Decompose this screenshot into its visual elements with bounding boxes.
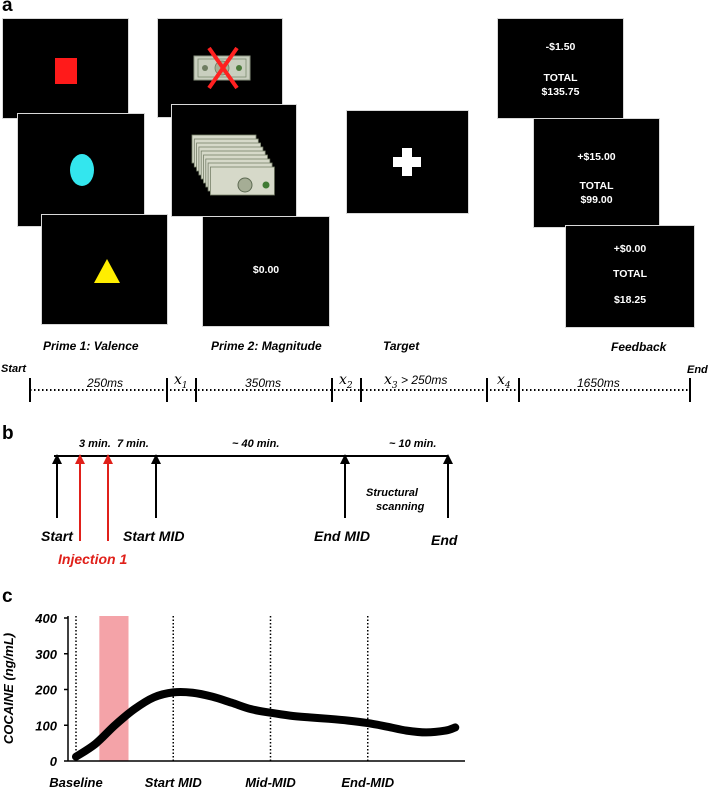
cocaine-concentration-line <box>72 687 460 761</box>
duration-prime2: 350ms <box>245 376 282 390</box>
duration-7min: 7 min. <box>117 438 149 450</box>
prime1-screen-circle <box>17 113 145 227</box>
magnitude-zero-text: $0.00 <box>252 264 280 276</box>
label-end-mid: End MID <box>314 528 370 544</box>
label-scanning: scanning <box>376 501 425 513</box>
duration-40min: ~ 40 min. <box>232 438 280 450</box>
duration-3min: 3 min. <box>79 438 111 450</box>
injection-arrow-icon <box>75 454 85 464</box>
panel-c-letter: c <box>2 586 13 607</box>
prime2-screen-crossed-bill <box>157 18 283 118</box>
feedback-delta: -$1.50 <box>545 41 576 53</box>
feedback-delta: +$0.00 <box>613 243 647 255</box>
duration-prime1: 250ms <box>87 376 124 390</box>
feedback-delta: +$15.00 <box>577 151 616 163</box>
cross-target-bar <box>393 157 421 167</box>
feedback-total-label: TOTAL <box>612 268 648 280</box>
timeline-end: End <box>687 364 708 376</box>
arrow-end-mid-icon <box>340 454 350 464</box>
duration-10min: ~ 10 min. <box>389 438 437 450</box>
feedback-total-label: TOTAL <box>543 72 578 84</box>
interval-x1: x1 <box>174 372 188 391</box>
y-tick-label: 0 <box>50 754 58 769</box>
feedback-total-value: $135.75 <box>541 86 580 98</box>
prime1-label: Prime 1: Valence <box>43 339 139 353</box>
x-category-label: Start MID <box>145 775 203 790</box>
x-category-label: End-MID <box>341 775 394 790</box>
duration-feedback: 1650ms <box>577 376 620 390</box>
feedback-total-label: TOTAL <box>579 180 614 192</box>
label-injection: Injection 1 <box>58 551 128 567</box>
session-timeline <box>52 454 453 541</box>
prime1-screen-triangle <box>41 214 168 325</box>
target-screen <box>346 110 469 214</box>
crossed-dollar-bill-icon <box>193 46 251 90</box>
panel-a-letter: a <box>2 0 13 16</box>
target-label: Target <box>383 339 420 353</box>
feedback-screen-2: +$15.00 TOTAL $99.00 <box>533 118 660 228</box>
arrow-end-icon <box>443 454 453 464</box>
y-tick-label: 100 <box>35 718 57 733</box>
prime2-screen-zero: $0.00 <box>202 216 330 327</box>
feedback-screen-1: -$1.50 TOTAL $135.75 <box>497 18 624 119</box>
timeline-start: Start <box>1 363 27 375</box>
label-start: Start <box>41 528 73 544</box>
yellow-triangle-shape <box>94 259 120 283</box>
prime2-screen-money-stack <box>171 104 297 217</box>
injection-arrow-icon <box>103 454 113 464</box>
feedback-label: Feedback <box>611 340 667 354</box>
x-category-label: Mid-MID <box>245 775 296 790</box>
interval-x4: x4 <box>497 372 511 391</box>
y-tick-label: 200 <box>34 683 57 698</box>
y-axis-label: COCAINE (ng/mL) <box>1 633 16 744</box>
feedback-screen-3: +$0.00 TOTAL $18.25 <box>565 225 695 328</box>
panel-b-letter: b <box>2 423 14 444</box>
arrow-start-icon <box>52 454 62 464</box>
x-category-label: Baseline <box>49 775 102 790</box>
trial-timeline <box>29 378 691 402</box>
prime2-label: Prime 2: Magnitude <box>211 339 322 353</box>
feedback-total-value: $18.25 <box>613 294 647 306</box>
red-square-shape <box>55 58 77 84</box>
label-end: End <box>431 532 458 548</box>
interval-x3: x3 > 250ms <box>384 372 448 391</box>
cyan-circle-shape <box>70 154 94 186</box>
label-start-mid: Start MID <box>123 528 185 544</box>
y-tick-label: 400 <box>34 611 57 626</box>
interval-x2: x2 <box>339 372 353 391</box>
arrow-start-mid-icon <box>151 454 161 464</box>
money-stack-icon <box>191 134 275 196</box>
feedback-total-value: $99.00 <box>580 194 613 206</box>
prime1-screen-square <box>2 18 129 119</box>
y-tick-label: 300 <box>35 647 57 662</box>
label-structural: Structural <box>366 487 418 499</box>
